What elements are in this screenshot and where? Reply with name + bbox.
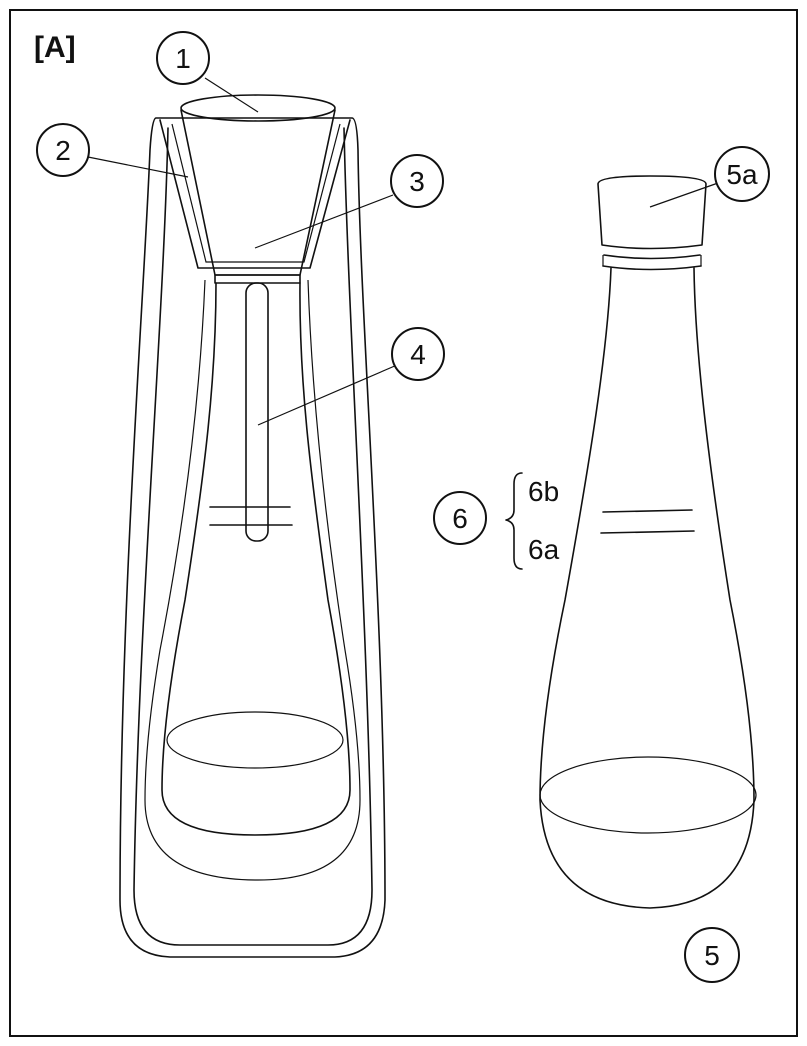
callout-6: 6 — [433, 491, 487, 545]
machine-top-cap — [180, 94, 336, 122]
label-6b: 6b — [528, 476, 559, 507]
label-6a: 6a — [528, 534, 560, 565]
callout-3-label: 3 — [409, 166, 425, 197]
callout-3: 3 — [390, 154, 444, 208]
bottle-neck-ring — [602, 254, 702, 271]
bottle-fill-mark-upper — [602, 509, 693, 513]
housing-cavity — [144, 279, 361, 881]
machine-housing-outer — [119, 117, 386, 958]
callout-2-label: 2 — [55, 135, 71, 166]
callout-1: 1 — [156, 31, 210, 85]
callout-2: 2 — [36, 123, 90, 177]
water-level — [166, 711, 344, 769]
bottle-cap — [597, 175, 707, 250]
callout-1-label: 1 — [175, 43, 191, 74]
callout-5a: 5a — [714, 146, 770, 202]
brace-6 — [505, 472, 523, 570]
soda-machine — [119, 94, 386, 958]
panel-label: [A] — [34, 31, 76, 64]
leader-5a — [649, 182, 719, 208]
bottle-fill-mark-lower — [600, 530, 695, 534]
figure-frame — [9, 9, 798, 1037]
callout-5: 5 — [684, 927, 740, 983]
nozzle-tube — [245, 282, 269, 542]
callout-5a-label: 5a — [726, 159, 758, 190]
machine-housing-inner — [133, 127, 373, 946]
bottle-water-level — [539, 756, 757, 834]
inserted-bottle — [161, 282, 351, 836]
callout-4: 4 — [391, 327, 445, 381]
bottle-body — [539, 267, 755, 909]
leader-2 — [87, 156, 189, 178]
callout-4-label: 4 — [410, 339, 426, 370]
neck-ring-sides — [602, 255, 702, 266]
machine-head — [180, 109, 336, 276]
bottle-holder-inner — [171, 123, 341, 263]
bottle-holder — [159, 119, 351, 269]
leader-4 — [257, 364, 398, 426]
head-collar — [214, 274, 301, 284]
callout-6-label: 6 — [452, 503, 468, 534]
leader-1 — [204, 77, 259, 113]
leader-3 — [254, 194, 394, 249]
callout-5-label: 5 — [704, 940, 720, 971]
bottle — [539, 175, 757, 909]
